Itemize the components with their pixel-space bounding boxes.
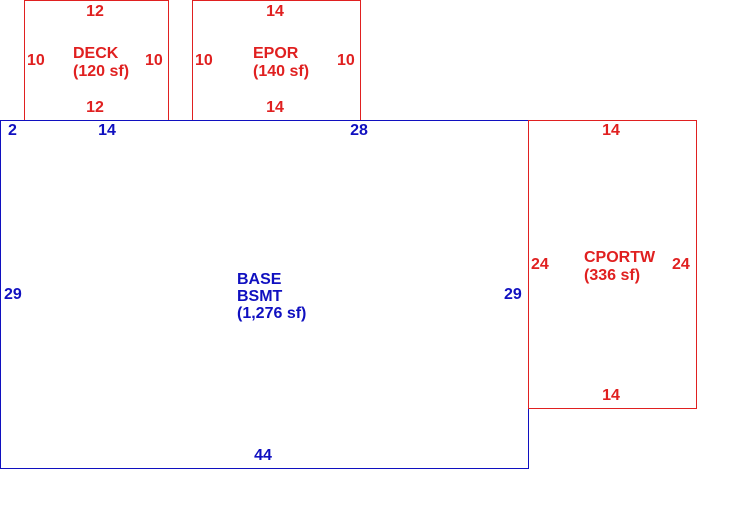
deck-area-text: (120 sf) [73,63,130,80]
epor-right-dimension: 10 [337,52,355,69]
base-top-dimension-c: 28 [350,122,368,139]
base-label: BASE [237,271,282,288]
cportw-right-dimension: 24 [672,256,690,273]
epor-left-dimension: 10 [195,52,213,69]
cportw-top-dimension: 14 [602,122,620,139]
epor-bottom-dimension: 14 [266,99,284,116]
cportw-area [528,120,697,409]
base-bottom-dimension: 44 [254,447,272,464]
base-top-dimension-a: 2 [8,122,17,139]
epor-label: EPOR [253,45,299,62]
epor-top-dimension: 14 [266,3,284,20]
base-left-dimension: 29 [4,286,22,303]
base-top-dimension-b: 14 [98,122,116,139]
base-area-text: (1,276 sf) [237,305,307,322]
epor-area-text: (140 sf) [253,63,310,80]
cportw-bottom-dimension: 14 [602,387,620,404]
deck-left-dimension: 10 [27,52,45,69]
cportw-left-dimension: 24 [531,256,549,273]
deck-label: DECK [73,45,119,62]
deck-bottom-dimension: 12 [86,99,104,116]
base-right-dimension: 29 [504,286,522,303]
bsmt-label: BSMT [237,288,283,305]
deck-top-dimension: 12 [86,3,104,20]
deck-right-dimension: 10 [145,52,163,69]
cportw-label: CPORTW [584,249,656,266]
cportw-area-text: (336 sf) [584,267,641,284]
